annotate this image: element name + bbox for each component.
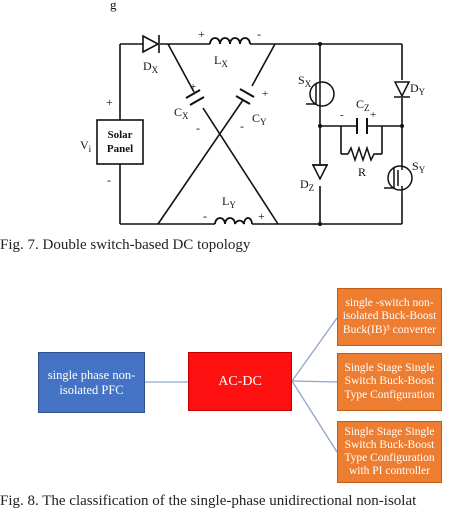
wire	[251, 43, 276, 87]
label-r: R	[358, 165, 366, 179]
box-ac-dc: AC-DC	[188, 352, 292, 411]
diode-dz	[311, 164, 329, 181]
label-vi: Vi	[80, 138, 92, 154]
polarity-plus: +	[106, 95, 113, 109]
label-cx: CX	[174, 105, 189, 121]
box-single-stage-config: Single Stage Single Switch Buck-Boost Ty…	[337, 353, 442, 411]
box-single-phase-pfc: single phase non-isolated PFC	[38, 352, 145, 413]
capacitor-cx	[185, 89, 205, 106]
inductor-lx	[209, 37, 251, 45]
label-cz: CZ	[356, 97, 370, 113]
label-sx: SX	[298, 73, 312, 89]
polarity-minus: -	[240, 119, 244, 133]
wire	[157, 99, 244, 225]
capacitor-cz	[356, 118, 368, 134]
polarity-plus: +	[258, 209, 265, 223]
switch-sx	[306, 78, 335, 110]
diode-dy	[393, 81, 411, 98]
wire	[167, 43, 195, 93]
junction-dot	[400, 124, 404, 128]
solar-panel-label-1: Solar	[107, 129, 132, 141]
label-lx: LX	[214, 53, 228, 69]
label-ly: LY	[222, 194, 236, 210]
figure-8-caption: Fig. 8. The classification of the single…	[0, 493, 417, 509]
figure-7-caption: Fig. 7. Double switch-based DC topology	[0, 237, 251, 253]
polarity-minus: -	[107, 173, 111, 187]
box-buck-boost-converter: single -switch non-isolated Buck-Boost B…	[337, 288, 442, 346]
polarity-plus: +	[262, 88, 268, 100]
junction-dot	[318, 222, 322, 226]
capacitor-cy	[235, 88, 255, 105]
switch-sy	[384, 162, 413, 196]
junction-dot	[318, 124, 322, 128]
diode-dx	[142, 34, 160, 54]
polarity-plus: +	[190, 81, 196, 93]
label-dx: DX	[143, 59, 159, 75]
junction-dot	[318, 42, 322, 46]
connector-line	[291, 317, 338, 382]
resistor-r	[347, 145, 376, 163]
label-dy: DY	[410, 81, 426, 97]
polarity-minus: -	[203, 209, 207, 223]
polarity-minus: -	[196, 121, 200, 135]
wire	[202, 107, 279, 225]
cut-top-text: g	[110, 0, 117, 12]
label-cy: CY	[252, 111, 267, 127]
connector-line	[291, 380, 338, 383]
polarity-minus: -	[257, 27, 261, 41]
polarity-plus: +	[370, 109, 376, 121]
polarity-minus: -	[340, 109, 344, 121]
box-single-stage-pi-config: Single Stage Single Switch Buck-Boost Ty…	[337, 421, 442, 483]
label-sy: SY	[412, 159, 426, 175]
inductor-ly	[214, 217, 253, 225]
label-dz: DZ	[300, 177, 314, 193]
polarity-plus: +	[198, 27, 205, 41]
circuit-diagram: g DX LX CX CY LY Vi Solar Panel SX DY CZ…	[80, 0, 426, 226]
solar-panel-box	[96, 119, 144, 165]
connector-line	[291, 380, 338, 453]
solar-panel-label-2: Panel	[107, 143, 133, 155]
